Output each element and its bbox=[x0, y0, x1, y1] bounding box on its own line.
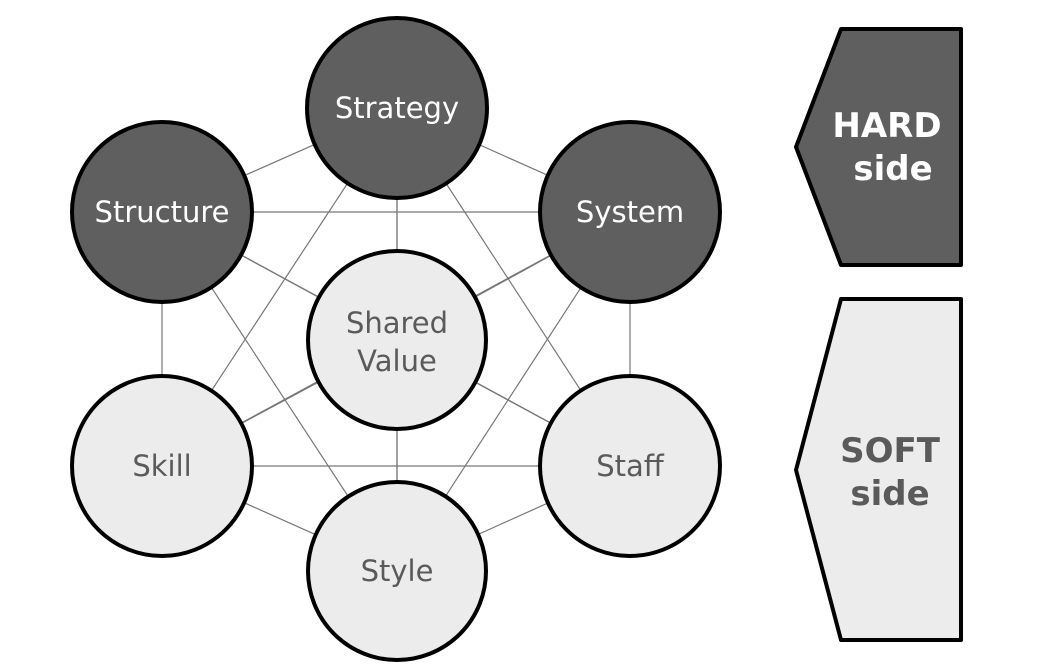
soft-side-arrow: SOFT side bbox=[794, 297, 963, 642]
node-skill: Skill bbox=[70, 374, 254, 558]
node-label: Style bbox=[361, 554, 434, 588]
node-label: Staff bbox=[596, 449, 665, 483]
node-structure: Structure bbox=[70, 120, 254, 304]
node-shared-value: Shared Value bbox=[306, 249, 488, 431]
node-label: System bbox=[576, 195, 684, 229]
node-label: Structure bbox=[95, 195, 230, 229]
node-label: Strategy bbox=[335, 91, 459, 125]
node-style: Style bbox=[306, 480, 488, 662]
node-staff: Staff bbox=[538, 374, 722, 558]
node-strategy: Strategy bbox=[305, 16, 489, 200]
hard-side-label-line2: side bbox=[853, 149, 932, 189]
soft-side-label-line2: side bbox=[850, 474, 929, 514]
node-label-line1: Shared bbox=[346, 306, 448, 340]
node-label: Skill bbox=[132, 449, 191, 483]
hard-side-arrow: HARD side bbox=[794, 27, 963, 267]
node-label-line2: Value bbox=[357, 344, 437, 378]
hard-side-label-line1: HARD bbox=[832, 106, 941, 146]
soft-side-label-line1: SOFT bbox=[840, 431, 941, 471]
node-system: System bbox=[538, 120, 722, 304]
